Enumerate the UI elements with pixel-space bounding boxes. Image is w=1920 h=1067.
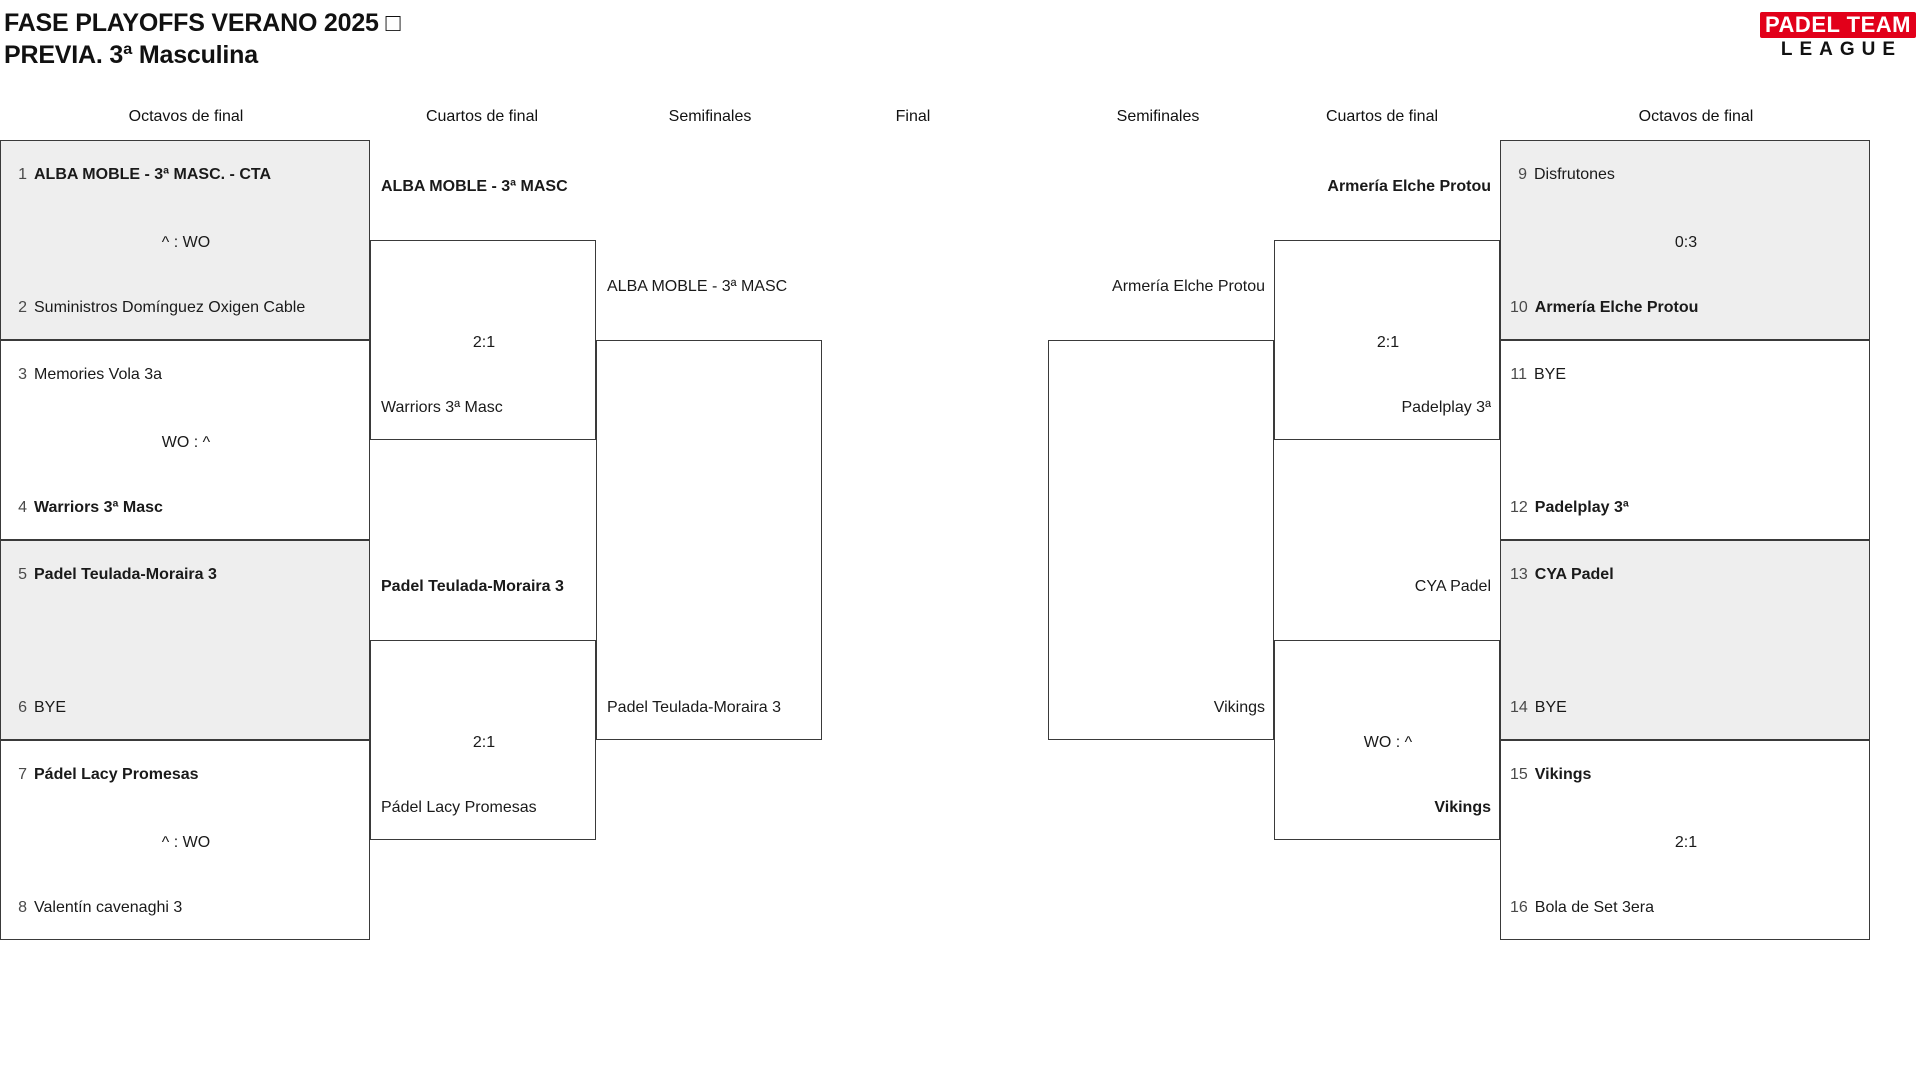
seed-number: 6 — [18, 700, 27, 716]
match-score-right-r16-4: 2:1 — [1674, 834, 1698, 851]
match-score-left-qf-1: 2:1 — [472, 334, 496, 351]
match-box-right-r16-1[interactable]: 9 Disfrutones 0:3 10 Armería Elche Protou — [1500, 140, 1870, 340]
round-header-right-cuartos: Cuartos de final — [1325, 108, 1439, 125]
player-slot-left-sf-bottom: Padel Teulada-Moraira 3 — [607, 700, 782, 716]
match-box-right-r16-4[interactable]: 15 Vikings 2:1 16 Bola de Set 3era — [1500, 740, 1870, 940]
player-slot-seed-15: 15 Vikings — [1510, 767, 1866, 783]
match-score-right-qf-1: 2:1 — [1376, 334, 1400, 351]
player-slot-seed-8: 8 Valentín cavenaghi 3 — [10, 900, 366, 916]
padel-team-league-logo: PADEL TEAM LEAGUE — [1760, 12, 1916, 62]
match-box-right-r16-2[interactable]: 11 BYE 12 Padelplay 3ª — [1500, 340, 1870, 540]
match-score-left-r16-2: WO : ^ — [161, 434, 211, 451]
player-name: BYE — [1534, 700, 1567, 716]
player-slot-seed-6: 6 BYE — [10, 700, 366, 716]
player-slot-right-qf-1-bottom: Padelplay 3ª — [1401, 400, 1491, 416]
player-slot-seed-10: 10 Armería Elche Protou — [1510, 300, 1866, 316]
player-name: CYA Padel — [1534, 567, 1614, 583]
seed-number: 3 — [18, 367, 27, 383]
player-slot-seed-16: 16 Bola de Set 3era — [1510, 900, 1866, 916]
player-name: Padel Teulada-Moraira 3 — [34, 567, 217, 583]
player-slot-seed-4: 4 Warriors 3ª Masc — [10, 500, 366, 516]
player-name: Suministros Domínguez Oxigen Cable — [34, 300, 306, 316]
player-name: Disfrutones — [1534, 167, 1615, 183]
logo-bottom-text: LEAGUE — [1760, 38, 1916, 61]
match-box-left-r16-1[interactable]: 1 ALBA MOBLE - 3ª MASC. - CTA ^ : WO 2 Sum… — [0, 140, 370, 340]
player-slot-right-qf-1-top: Armería Elche Protou — [1327, 179, 1491, 195]
match-box-right-qf-1[interactable]: Armería Elche Protou 2:1 Padelplay 3ª — [1274, 179, 1500, 440]
player-name: BYE — [1534, 367, 1567, 383]
seed-number: 7 — [18, 767, 27, 783]
seed-number: 8 — [18, 900, 27, 916]
seed-number: 15 — [1510, 767, 1528, 783]
match-score-left-r16-1: ^ : WO — [161, 234, 211, 251]
player-slot-right-sf-bottom: Vikings — [1213, 700, 1265, 716]
logo-top-text: PADEL TEAM — [1760, 12, 1916, 38]
match-box-left-qf-2[interactable]: Padel Teulada-Moraira 3 2:1 Pádel Lacy P… — [370, 579, 596, 840]
player-slot-seed-2: 2 Suministros Domínguez Oxigen Cable — [10, 300, 366, 316]
player-slot-seed-7: 7 Pádel Lacy Promesas — [10, 767, 366, 783]
player-slot-right-qf-2-top: CYA Padel — [1414, 579, 1491, 595]
player-slot-left-sf-top: ALBA MOBLE - 3ª MASC — [607, 279, 788, 295]
round-header-left-octavos: Octavos de final — [128, 108, 244, 125]
player-slot-left-qf-2-top: Padel Teulada-Moraira 3 — [381, 579, 564, 595]
match-box-left-sf-1[interactable]: ALBA MOBLE - 3ª MASC Padel Teulada-Morai… — [596, 279, 822, 740]
player-slot-left-qf-1-bottom: Warriors 3ª Masc — [381, 400, 503, 416]
seed-number: 9 — [1518, 167, 1527, 183]
player-slot-seed-3: 3 Memories Vola 3a — [10, 367, 366, 383]
match-box-right-r16-3[interactable]: 13 CYA Padel 14 BYE — [1500, 540, 1870, 740]
seed-number: 4 — [18, 500, 27, 516]
player-slot-seed-9: 9 Disfrutones — [1510, 167, 1866, 183]
player-name: ALBA MOBLE - 3ª MASC. - CTA — [34, 167, 272, 183]
player-slot-seed-13: 13 CYA Padel — [1510, 567, 1866, 583]
player-name: Valentín cavenaghi 3 — [34, 900, 183, 916]
round-header-left-cuartos: Cuartos de final — [425, 108, 539, 125]
match-score-left-qf-2: 2:1 — [472, 734, 496, 751]
seed-number: 5 — [18, 567, 27, 583]
player-slot-left-qf-1-top: ALBA MOBLE - 3ª MASC — [381, 179, 568, 195]
round-header-final: Final — [895, 108, 931, 125]
seed-number: 12 — [1510, 500, 1528, 516]
player-name: Memories Vola 3a — [34, 367, 163, 383]
seed-number: 14 — [1510, 700, 1528, 716]
match-box-left-r16-4[interactable]: 7 Pádel Lacy Promesas ^ : WO 8 Valentín ca… — [0, 740, 370, 940]
player-name: Bola de Set 3era — [1534, 900, 1654, 916]
player-slot-seed-1: 1 ALBA MOBLE - 3ª MASC. - CTA — [10, 167, 366, 183]
round-header-right-semifinales: Semifinales — [1116, 108, 1200, 125]
player-slot-seed-11: 11 BYE — [1510, 367, 1866, 383]
player-slot-seed-14: 14 BYE — [1510, 700, 1866, 716]
seed-number: 1 — [18, 167, 27, 183]
match-box-left-r16-2[interactable]: 3 Memories Vola 3a WO : ^ 4 Warriors 3ª Ma… — [0, 340, 370, 540]
match-score-left-r16-4: ^ : WO — [161, 834, 211, 851]
player-slot-right-sf-top: Armería Elche Protou — [1112, 279, 1265, 295]
match-score-right-qf-2: WO : ^ — [1363, 734, 1413, 751]
seed-number: 11 — [1510, 367, 1527, 383]
match-box-left-r16-3[interactable]: 5 Padel Teulada-Moraira 3 6 BYE — [0, 540, 370, 740]
player-slot-seed-5: 5 Padel Teulada-Moraira 3 — [10, 567, 366, 583]
player-name: Warriors 3ª Masc — [34, 500, 163, 516]
player-name: BYE — [34, 700, 67, 716]
player-slot-seed-12: 12 Padelplay 3ª — [1510, 500, 1866, 516]
page-title: FASE PLAYOFFS VERANO 2025 □ PREVIA. 3ª M… — [4, 9, 401, 69]
seed-number: 16 — [1510, 900, 1528, 916]
seed-number: 10 — [1510, 300, 1528, 316]
player-slot-left-qf-2-bottom: Pádel Lacy Promesas — [381, 800, 537, 816]
match-score-right-r16-1: 0:3 — [1674, 234, 1698, 251]
player-name: Armería Elche Protou — [1534, 300, 1699, 316]
match-box-left-qf-1[interactable]: ALBA MOBLE - 3ª MASC 2:1 Warriors 3ª Mas… — [370, 179, 596, 440]
round-header-right-octavos: Octavos de final — [1638, 108, 1754, 125]
match-box-right-sf-1[interactable]: Armería Elche Protou Vikings — [1048, 279, 1274, 740]
player-slot-right-qf-2-bottom: Vikings — [1434, 800, 1491, 816]
seed-number: 2 — [18, 300, 27, 316]
player-name: Pádel Lacy Promesas — [34, 767, 199, 783]
match-box-right-qf-2[interactable]: CYA Padel WO : ^ Vikings — [1274, 579, 1500, 840]
player-name: Padelplay 3ª — [1534, 500, 1629, 516]
player-name: Vikings — [1534, 767, 1592, 783]
seed-number: 13 — [1510, 567, 1528, 583]
round-header-left-semifinales: Semifinales — [668, 108, 752, 125]
